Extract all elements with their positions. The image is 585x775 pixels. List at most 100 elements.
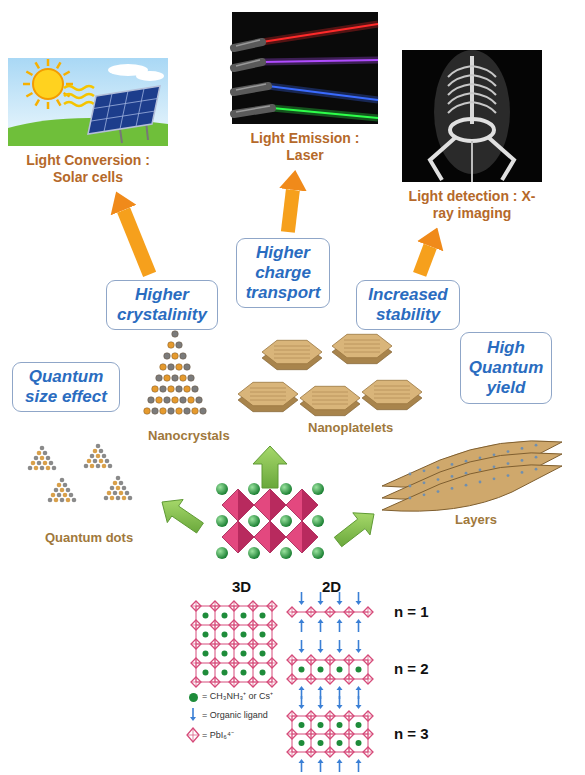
property-label: Higher crystalinity xyxy=(113,285,211,325)
legend: = CH₃NH₃⁺ or Cs⁺= Organic ligand= PbI₆⁴⁻ xyxy=(186,690,296,750)
octahedron-symbol xyxy=(287,747,297,757)
octahedron-symbol xyxy=(229,677,239,687)
cation-dot xyxy=(222,670,228,676)
octahedron-axis xyxy=(253,639,254,649)
octahedron-symbol xyxy=(363,711,373,721)
property-label: Higher charge transport xyxy=(243,243,323,303)
platelet-side xyxy=(262,346,322,369)
octahedron-symbol xyxy=(306,711,316,721)
lattice-bond xyxy=(311,716,312,752)
dot-atom xyxy=(93,449,98,454)
octahedron-axis xyxy=(196,601,197,611)
picture-panel: Light Emission : Laser xyxy=(232,12,378,164)
atom xyxy=(164,397,171,404)
platelet-stripe xyxy=(344,352,380,353)
octahedron-axis xyxy=(344,612,354,613)
octahedron-symbol xyxy=(287,607,297,617)
octahedron-axis xyxy=(344,734,354,735)
perovskite-crystal xyxy=(216,483,324,559)
layer-atom xyxy=(493,465,496,468)
octahedron-axis xyxy=(215,620,216,630)
platelet-stripe xyxy=(374,394,410,395)
octahedron-symbol xyxy=(363,674,373,684)
structure-tag: n = 1 xyxy=(394,603,429,620)
platelet-stripe xyxy=(250,388,286,389)
solar-cell-picture xyxy=(8,58,168,146)
cation-dot xyxy=(337,667,343,673)
octahedron-symbol xyxy=(287,729,297,739)
light-wave xyxy=(64,102,94,106)
octahedron-symbol xyxy=(363,729,373,739)
structure-tag: n = 3 xyxy=(394,725,429,742)
dot-atom xyxy=(128,496,133,501)
layer-atom xyxy=(507,474,510,477)
sun-ray xyxy=(66,83,73,86)
octahedron-symbol xyxy=(306,729,316,739)
layer-atom xyxy=(423,469,426,472)
green-arrow xyxy=(162,500,203,534)
rib xyxy=(448,93,472,104)
picture-panel: Light Conversion : Solar cells xyxy=(8,58,168,186)
atom xyxy=(168,408,175,415)
platelet-stripe xyxy=(374,398,410,399)
lattice-bond xyxy=(368,660,369,679)
octahedron xyxy=(286,489,318,521)
octahedron-axis xyxy=(363,679,373,680)
dot-atom xyxy=(40,456,45,461)
layer-atom xyxy=(465,460,468,463)
octahedron-axis xyxy=(325,679,335,680)
octahedron-axis xyxy=(229,644,239,645)
atom xyxy=(144,408,151,415)
rib xyxy=(448,84,472,95)
atom xyxy=(152,408,159,415)
octahedron-symbol xyxy=(229,620,239,630)
dot-atom xyxy=(72,498,77,503)
octahedron-axis xyxy=(229,625,239,626)
cation-ball xyxy=(216,547,228,559)
octahedron-axis xyxy=(325,612,335,613)
octahedron-axis xyxy=(191,644,201,645)
atom xyxy=(192,408,199,415)
cloud xyxy=(108,64,148,76)
layer-atom xyxy=(535,444,538,447)
dot-atom xyxy=(57,483,62,488)
octahedron-axis xyxy=(248,644,258,645)
dot-atom xyxy=(116,476,121,481)
dot-atom xyxy=(60,488,65,493)
octahedron-axis xyxy=(330,674,331,684)
atom xyxy=(196,397,203,404)
dot-atom xyxy=(48,498,53,503)
atom xyxy=(160,364,167,371)
octahedron-shade xyxy=(238,521,254,553)
laser-glow xyxy=(268,86,378,100)
property-label: High Quantum yield xyxy=(467,338,545,398)
structure-name: Layers xyxy=(455,512,497,527)
layer-atom xyxy=(507,462,510,465)
octahedron-axis xyxy=(196,639,197,649)
octahedron-axis xyxy=(234,601,235,611)
atom xyxy=(172,353,179,360)
octahedron-symbol xyxy=(325,729,335,739)
atom xyxy=(168,386,175,393)
xray-background xyxy=(402,50,542,182)
laser-beam xyxy=(272,108,378,118)
sun-ray xyxy=(47,59,50,66)
ligand-head xyxy=(299,649,305,653)
dot-atom xyxy=(99,449,104,454)
octahedron-symbol xyxy=(306,655,316,665)
lattice-bond xyxy=(292,716,368,717)
octahedron-axis xyxy=(215,677,216,687)
laser-glow xyxy=(272,108,378,118)
nanoplatelet-picture xyxy=(238,334,422,415)
green-arrow xyxy=(334,513,374,547)
octahedron-axis xyxy=(292,711,293,721)
picture-panel: Light detection : X-ray imaging xyxy=(402,50,542,222)
cation-dot xyxy=(260,613,266,619)
legend-entry: = PbI₆⁴⁻ xyxy=(186,727,296,743)
lattice-bond xyxy=(330,660,331,679)
sun-ray xyxy=(64,93,70,97)
panel-grid xyxy=(91,111,155,121)
octahedron-axis xyxy=(234,677,235,687)
sun-ray xyxy=(23,83,30,86)
atom xyxy=(176,364,183,371)
